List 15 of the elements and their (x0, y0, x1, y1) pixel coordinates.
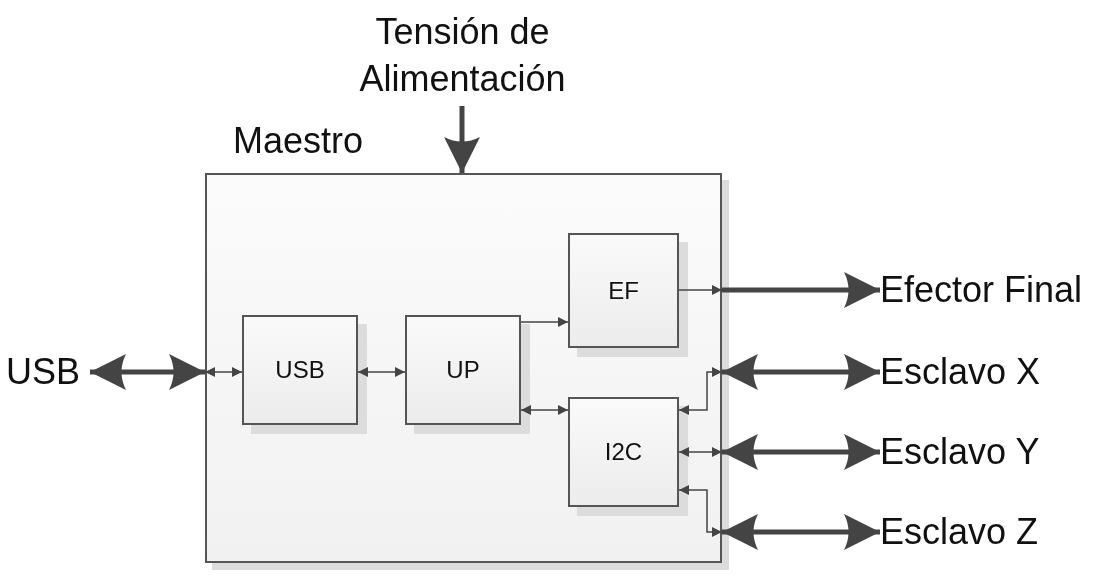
arrow (678, 447, 723, 457)
signal-label: USB (6, 345, 90, 399)
arrow (520, 405, 569, 415)
module-title: Maestro (233, 120, 364, 162)
arrow (678, 285, 723, 295)
arrow (204, 367, 243, 377)
signal-label: Esclavo Z (880, 505, 1080, 559)
signal-label: Tensión de Alimentación (320, 6, 605, 106)
arrow (678, 485, 723, 537)
arrow (357, 367, 406, 377)
arrow (520, 317, 569, 327)
signal-label: Esclavo X (880, 345, 1080, 399)
arrow (678, 367, 723, 415)
signal-label: Efector Final (880, 263, 1116, 317)
signal-label: Esclavo Y (880, 425, 1080, 479)
